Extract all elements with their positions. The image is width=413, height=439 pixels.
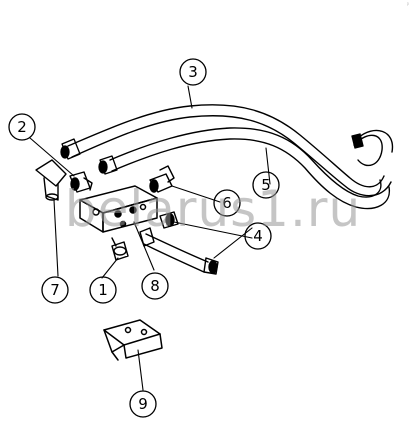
hose-3 [67, 104, 392, 197]
callout-6: 6 [222, 194, 232, 212]
hose-end-loop [351, 129, 394, 167]
bracket-9 [103, 319, 163, 361]
leader-lines [29, 85, 271, 391]
distributor-block [79, 185, 158, 233]
callout-7: 7 [50, 281, 60, 299]
corner-mark: P [406, 2, 409, 7]
hose-5 [109, 127, 390, 210]
callout-1: 1 [98, 281, 108, 299]
adapter-1 [111, 237, 129, 261]
callout-8: 8 [150, 277, 160, 295]
callout-circles [8, 58, 280, 418]
elbow-fitting-7 [35, 159, 67, 201]
callout-2: 2 [17, 118, 27, 136]
callout-4: 4 [253, 227, 263, 245]
callout-3: 3 [188, 63, 198, 81]
callout-9: 9 [138, 395, 148, 413]
straight-fitting [159, 211, 179, 229]
hose-3-fitting [60, 138, 81, 160]
callout-5: 5 [261, 176, 271, 194]
hose-4 [139, 227, 219, 275]
elbow-fitting-6 [149, 165, 175, 193]
hose-5-fitting [98, 155, 118, 175]
elbow-fitting-2 [69, 171, 93, 193]
